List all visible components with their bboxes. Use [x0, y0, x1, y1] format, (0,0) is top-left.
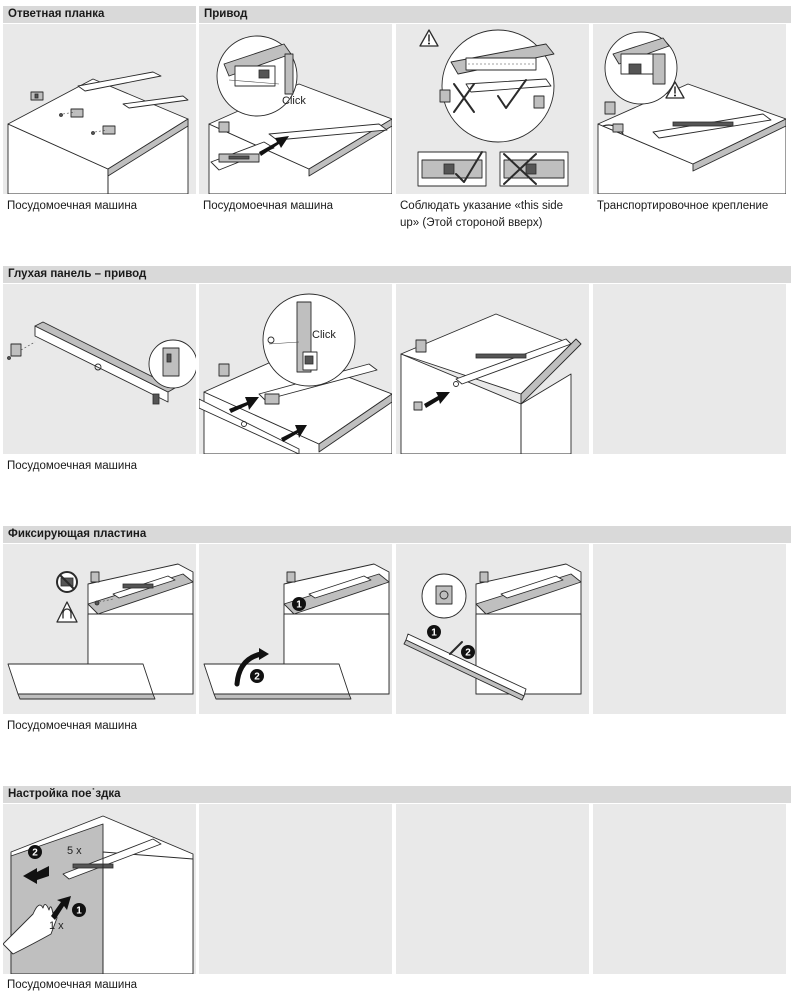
section-title: Настройка поe˙здка [8, 788, 121, 800]
empty-panel [396, 804, 589, 974]
step-2-marker: 2 [250, 669, 264, 683]
section-header-travel-adjustment: Настройка поe˙здка [3, 786, 791, 803]
section-header-locking-plate: Фиксирующая пластина [3, 526, 791, 543]
illustration-locking-plate-close-door: 1 2 [199, 544, 392, 714]
caption-transport-lock: Транспортировочное крепление [597, 200, 769, 212]
step-1-marker: 1 [72, 903, 86, 917]
step-2-marker: 2 [461, 645, 475, 659]
step-1-marker: 1 [427, 625, 441, 639]
five-times-label: 5 x [67, 845, 82, 857]
step-1-marker: 1 [292, 597, 306, 611]
warning-triangle-icon [419, 29, 439, 47]
section-header-blind-panel-drive: Глухая панель – привод [3, 266, 791, 283]
no-magnet-icon [56, 571, 78, 593]
caption-dishwasher: Посудомоечная машина [7, 720, 138, 732]
cross-icon [453, 83, 475, 113]
illustration-drive-click-in: Click [199, 24, 392, 194]
section-title: Ответная планка [8, 8, 105, 20]
caption-dishwasher: Посудомоечная машина [7, 460, 138, 472]
step-2-marker: 2 [28, 845, 42, 859]
click-label: Click [312, 329, 336, 341]
section-header-drive: Привод [199, 6, 791, 23]
hand-icon [3, 904, 58, 955]
illustration-this-side-up [396, 24, 589, 194]
empty-panel [593, 544, 786, 714]
section-title: Фиксирующая пластина [8, 528, 147, 540]
illustration-locking-plate-open-door [3, 544, 196, 714]
svg-text:2: 2 [32, 848, 38, 859]
empty-panel [593, 284, 786, 454]
svg-text:1: 1 [296, 600, 302, 611]
svg-text:2: 2 [465, 648, 471, 659]
svg-text:1: 1 [76, 906, 82, 917]
illustration-blind-panel-fastened [396, 284, 589, 454]
section-header-strike-plate: Ответная планка [3, 6, 196, 23]
illustration-blind-panel-click: Click [199, 284, 392, 454]
svg-text:2: 2 [254, 672, 260, 683]
caption-dishwasher: Посудомоечная машина [7, 979, 138, 991]
illustration-transport-lock [593, 24, 786, 194]
caption-this-side-up: Соблюдать указание «this side up» (Этой … [400, 200, 564, 229]
warning-triangle-icon [665, 81, 685, 99]
svg-text:1: 1 [431, 628, 437, 639]
magnet-warning-icon [56, 601, 78, 623]
caption-dishwasher: Посудомоечная машина [7, 200, 138, 212]
click-label: Click [282, 95, 306, 107]
empty-panel [199, 804, 392, 974]
illustration-locking-plate-adjust: 1 2 [396, 544, 589, 714]
section-title: Привод [204, 8, 248, 20]
one-time-label: 1 x [49, 920, 64, 932]
illustration-travel-adjustment: 2 1 5 x 1 x [3, 804, 196, 974]
caption-dishwasher: Посудомоечная машина [203, 200, 334, 212]
illustration-strike-plate-mounting [3, 24, 196, 194]
empty-panel [593, 804, 786, 974]
section-title: Глухая панель – привод [8, 268, 147, 280]
checkmark-icon [497, 79, 527, 109]
illustration-blind-panel [3, 284, 196, 454]
